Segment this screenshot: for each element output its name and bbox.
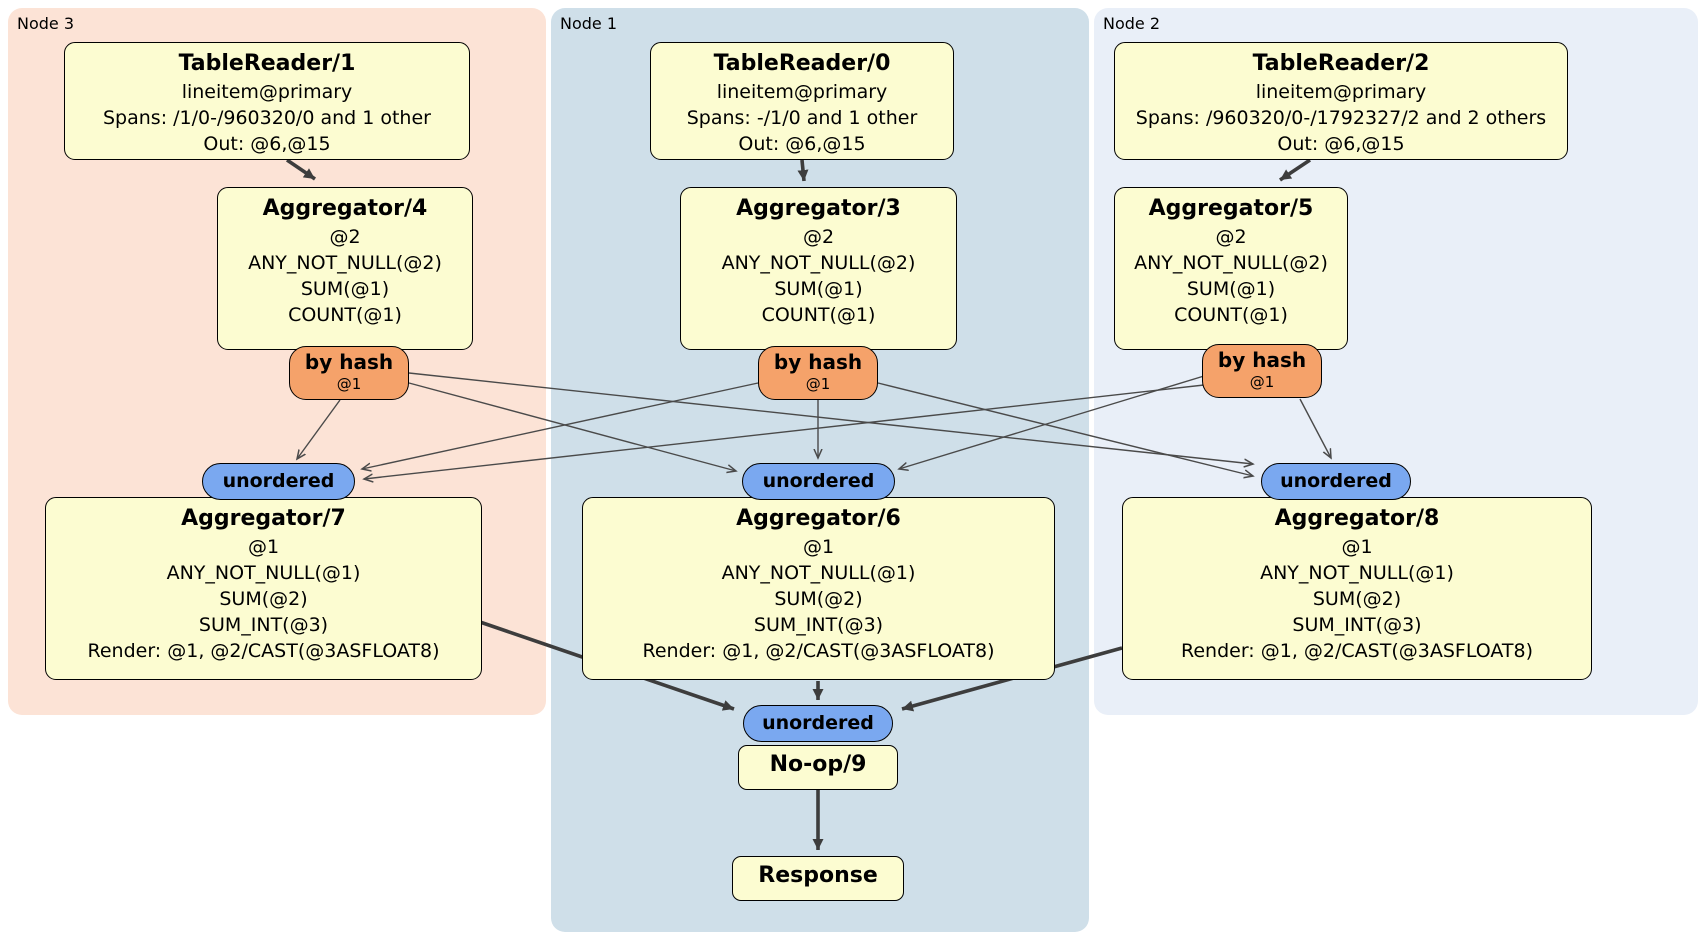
agg-fn: SUM(@1) <box>1186 278 1276 300</box>
router-detail: @1 <box>805 375 831 393</box>
router-detail: @1 <box>336 375 362 393</box>
render-expr: Render: @1, @2/CAST(@3ASFLOAT8) <box>642 640 995 662</box>
processor-spans: Spans: /1/0-/960320/0 and 1 other <box>103 107 431 129</box>
router-detail: @1 <box>1249 373 1275 391</box>
edge-r1-s3 <box>362 382 759 469</box>
tablereader-2-node: TableReader/2 lineitem@primary Spans: /9… <box>1114 42 1568 160</box>
agg-fn: ANY_NOT_NULL(@2) <box>721 252 916 274</box>
processor-title: Response <box>758 863 878 888</box>
aggregator-4-node: Aggregator/4 @2 ANY_NOT_NULL(@2) SUM(@1)… <box>217 187 473 350</box>
processor-title: No-op/9 <box>769 752 867 777</box>
processor-index: lineitem@primary <box>716 81 888 103</box>
hash-router-node3: by hash @1 <box>289 346 409 400</box>
node2-label: Node 2 <box>1103 14 1161 33</box>
agg-fn: ANY_NOT_NULL(@1) <box>1260 562 1454 584</box>
aggregator-8-node: Aggregator/8 @1 ANY_NOT_NULL(@1) SUM(@2)… <box>1122 497 1592 680</box>
unordered-sync-node2: unordered <box>1261 463 1411 500</box>
agg-fn: SUM_INT(@3) <box>198 614 329 636</box>
hash-router-node2: by hash @1 <box>1202 344 1322 398</box>
agg-fn: COUNT(@1) <box>761 304 876 326</box>
unordered-sync-final: unordered <box>743 705 893 742</box>
sync-label: unordered <box>222 470 335 492</box>
processor-title: Aggregator/8 <box>1274 506 1440 531</box>
unordered-sync-node3: unordered <box>202 463 355 500</box>
aggregator-7-node: Aggregator/7 @1 ANY_NOT_NULL(@1) SUM(@2)… <box>45 497 482 680</box>
processor-out: Out: @6,@15 <box>738 133 866 155</box>
edge-tr1-agg4 <box>285 158 317 181</box>
processor-title: Aggregator/6 <box>736 506 901 531</box>
node1-label: Node 1 <box>560 14 618 33</box>
sync-label: unordered <box>1280 470 1392 492</box>
agg-fn: ANY_NOT_NULL(@1) <box>721 562 916 584</box>
aggregator-3-node: Aggregator/3 @2 ANY_NOT_NULL(@2) SUM(@1)… <box>680 187 957 350</box>
edge-r2-s2 <box>1299 398 1331 458</box>
agg-fn: SUM(@1) <box>300 278 390 300</box>
agg-fn: SUM(@2) <box>1312 588 1402 610</box>
sync-label: unordered <box>762 712 874 734</box>
aggregator-5-node: Aggregator/5 @2 ANY_NOT_NULL(@2) SUM(@1)… <box>1114 187 1348 350</box>
tablereader-0-node: TableReader/0 lineitem@primary Spans: -/… <box>650 42 954 160</box>
unordered-sync-node1: unordered <box>742 463 895 500</box>
processor-out: Out: @6,@15 <box>1277 133 1405 155</box>
processor-title: Aggregator/3 <box>736 196 901 221</box>
edge-tr0-agg3 <box>797 159 809 182</box>
node3-label: Node 3 <box>17 14 75 33</box>
router-label: by hash <box>773 350 863 374</box>
agg-fn: ANY_NOT_NULL(@2) <box>248 252 442 274</box>
edge-r3-s2 <box>408 372 1253 464</box>
hash-router-node1: by hash @1 <box>758 346 878 400</box>
processor-title: TableReader/0 <box>713 51 891 76</box>
agg-fn: COUNT(@1) <box>1174 304 1288 326</box>
agg-fn: SUM_INT(@3) <box>1292 614 1422 636</box>
agg-fn: COUNT(@1) <box>288 304 402 326</box>
render-expr: Render: @1, @2/CAST(@3ASFLOAT8) <box>87 640 440 662</box>
processor-title: TableReader/2 <box>1252 51 1430 76</box>
response-node: Response <box>732 856 904 901</box>
processor-spans: Spans: /960320/0-/1792327/2 and 2 others <box>1135 107 1547 129</box>
group-cols: @2 <box>329 226 361 248</box>
agg-fn: SUM(@1) <box>774 278 863 300</box>
edge-tr2-agg5 <box>1279 158 1311 182</box>
edge-r1-s2 <box>877 382 1253 476</box>
agg-fn: SUM_INT(@3) <box>753 614 884 636</box>
noop-node: No-op/9 <box>738 745 898 790</box>
agg-fn: SUM(@2) <box>774 588 863 610</box>
agg-fn: ANY_NOT_NULL(@1) <box>166 562 361 584</box>
router-label: by hash <box>304 350 394 374</box>
processor-out: Out: @6,@15 <box>203 133 331 155</box>
agg-fn: ANY_NOT_NULL(@2) <box>1134 252 1328 274</box>
group-cols: @2 <box>802 226 835 248</box>
group-cols: @1 <box>1341 536 1373 558</box>
agg-fn: SUM(@2) <box>219 588 308 610</box>
processor-title: Aggregator/4 <box>262 196 428 221</box>
processor-spans: Spans: -/1/0 and 1 other <box>686 107 918 129</box>
render-expr: Render: @1, @2/CAST(@3ASFLOAT8) <box>1181 640 1533 662</box>
edge-r3-s3 <box>297 399 341 459</box>
group-cols: @1 <box>802 536 835 558</box>
processor-title: TableReader/1 <box>178 51 356 76</box>
router-label: by hash <box>1217 348 1307 372</box>
processor-title: Aggregator/7 <box>181 506 346 531</box>
edge-r2-s1 <box>899 375 1205 469</box>
group-cols: @2 <box>1215 226 1247 248</box>
processor-index: lineitem@primary <box>1255 81 1427 103</box>
processor-index: lineitem@primary <box>181 81 353 103</box>
group-cols: @1 <box>247 536 280 558</box>
edge-r2-s3 <box>364 384 1205 479</box>
edge-r3-s1 <box>408 382 736 471</box>
sync-label: unordered <box>762 470 875 492</box>
tablereader-1-node: TableReader/1 lineitem@primary Spans: /1… <box>64 42 470 160</box>
aggregator-6-node: Aggregator/6 @1 ANY_NOT_NULL(@1) SUM(@2)… <box>582 497 1055 680</box>
processor-title: Aggregator/5 <box>1148 196 1314 221</box>
